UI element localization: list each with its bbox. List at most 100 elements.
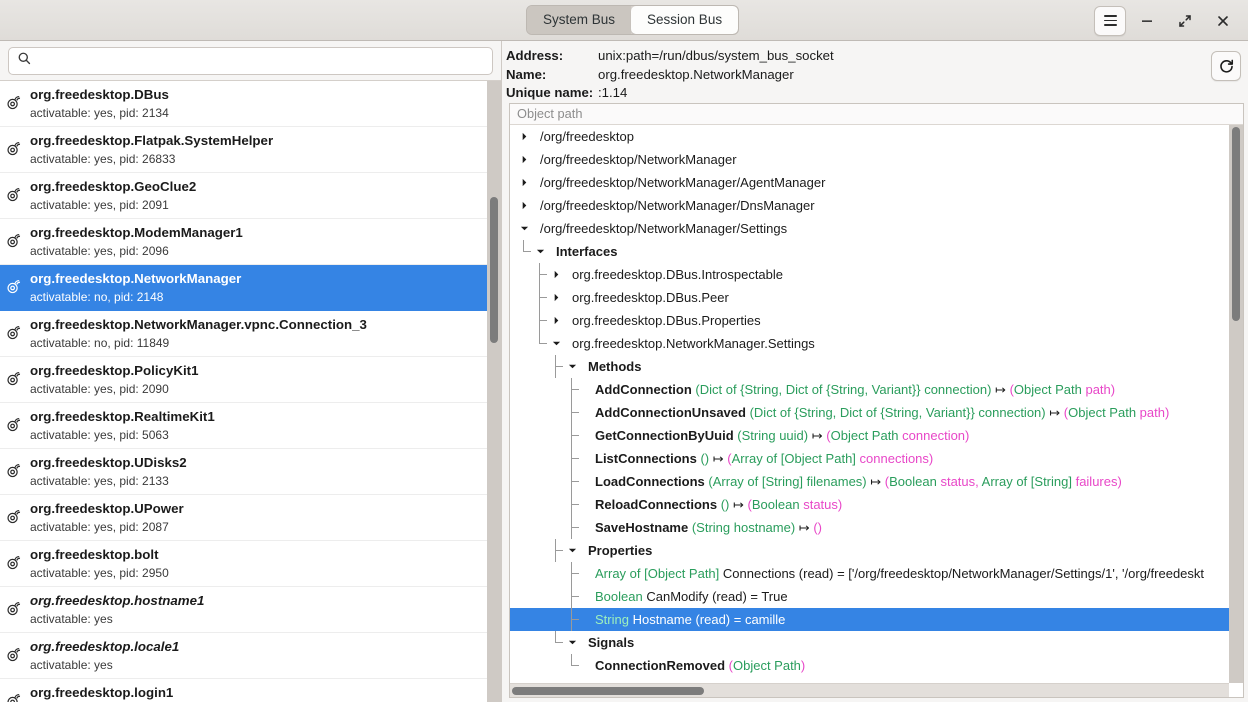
tree-row[interactable]: LoadConnections (Array of [String] filen… bbox=[510, 470, 1229, 493]
tree-row[interactable]: /org/freedesktop bbox=[510, 125, 1229, 148]
unique-name-value: :1.14 bbox=[598, 85, 628, 100]
tree-row[interactable]: String Hostname (read) = camille bbox=[510, 608, 1229, 631]
tree-row[interactable]: Signals bbox=[510, 631, 1229, 654]
unique-name-label: Unique name: bbox=[506, 85, 594, 100]
output-signature: (Object Path connection) bbox=[826, 428, 970, 443]
tree-node-label: /org/freedesktop/NetworkManager bbox=[540, 152, 737, 167]
input-signature: () bbox=[700, 451, 710, 466]
service-name: org.freedesktop.locale1 bbox=[30, 639, 180, 654]
search-input[interactable] bbox=[39, 48, 484, 74]
dbus-service-icon bbox=[6, 324, 23, 346]
tree-row[interactable]: GetConnectionByUuid (String uuid) ↦ (Obj… bbox=[510, 424, 1229, 447]
maximize-icon[interactable] bbox=[1168, 4, 1202, 38]
tree-node-label: org.freedesktop.NetworkManager.Settings bbox=[572, 336, 815, 351]
output-signature: (Boolean status) bbox=[747, 497, 843, 512]
search-icon bbox=[17, 51, 32, 71]
chevron-right-icon[interactable] bbox=[552, 290, 561, 305]
chevron-down-icon[interactable] bbox=[520, 221, 529, 236]
tree-row[interactable]: ListConnections () ↦ (Array of [Object P… bbox=[510, 447, 1229, 470]
tree-row[interactable]: org.freedesktop.DBus.Properties bbox=[510, 309, 1229, 332]
close-icon[interactable] bbox=[1206, 4, 1240, 38]
tree-node-label: Interfaces bbox=[556, 244, 618, 259]
service-name: org.freedesktop.UPower bbox=[30, 501, 184, 516]
tree-vscroll-thumb[interactable] bbox=[1232, 127, 1240, 321]
hamburger-menu-icon[interactable] bbox=[1094, 5, 1126, 36]
tab-session-bus[interactable]: Session Bus bbox=[631, 6, 739, 34]
member-name: GetConnectionByUuid bbox=[595, 428, 734, 443]
services-scrollbar-thumb[interactable] bbox=[490, 197, 498, 343]
dbus-service-icon bbox=[6, 508, 23, 530]
member-name: AddConnection bbox=[595, 382, 692, 397]
service-detail: activatable: yes, pid: 2133 bbox=[30, 474, 169, 488]
tree-body[interactable]: /org/freedesktop/org/freedesktop/Network… bbox=[510, 125, 1243, 697]
tree-row[interactable]: /org/freedesktop/NetworkManager/AgentMan… bbox=[510, 171, 1229, 194]
tree-row[interactable]: Boolean CanModify (read) = True bbox=[510, 585, 1229, 608]
chevron-right-icon[interactable] bbox=[520, 129, 529, 144]
search-box[interactable] bbox=[8, 47, 493, 75]
service-name: org.freedesktop.UDisks2 bbox=[30, 455, 187, 470]
returns-arrow: ↦ bbox=[798, 520, 810, 535]
tree-row[interactable]: Interfaces bbox=[510, 240, 1229, 263]
tree-row[interactable]: Properties bbox=[510, 539, 1229, 562]
tree-vertical-scrollbar[interactable] bbox=[1229, 125, 1243, 683]
chevron-down-icon[interactable] bbox=[568, 359, 577, 374]
input-signature: (String uuid) bbox=[737, 428, 809, 443]
service-detail: activatable: yes, pid: 2134 bbox=[30, 106, 169, 120]
address-value: unix:path=/run/dbus/system_bus_socket bbox=[598, 48, 834, 63]
tree-horizontal-scrollbar[interactable] bbox=[510, 683, 1229, 697]
tab-system-bus[interactable]: System Bus bbox=[527, 6, 632, 34]
tree-row[interactable]: /org/freedesktop/NetworkManager/Settings bbox=[510, 217, 1229, 240]
tree-node-label: /org/freedesktop/NetworkManager/AgentMan… bbox=[540, 175, 826, 190]
chevron-right-icon[interactable] bbox=[520, 152, 529, 167]
chevron-down-icon[interactable] bbox=[568, 543, 577, 558]
tree-hscroll-thumb[interactable] bbox=[512, 687, 704, 695]
service-name: org.freedesktop.ModemManager1 bbox=[30, 225, 243, 240]
tree-row[interactable]: org.freedesktop.DBus.Introspectable bbox=[510, 263, 1229, 286]
name-label: Name: bbox=[506, 66, 547, 82]
tree-node-label: org.freedesktop.DBus.Introspectable bbox=[572, 267, 784, 282]
tree-node-label: Signals bbox=[588, 635, 635, 650]
chevron-down-icon[interactable] bbox=[552, 336, 561, 351]
tree-row[interactable]: AddConnectionUnsaved (Dict of {String, D… bbox=[510, 401, 1229, 424]
chevron-right-icon[interactable] bbox=[520, 198, 529, 213]
chevron-right-icon[interactable] bbox=[552, 313, 561, 328]
service-name: org.freedesktop.hostname1 bbox=[30, 593, 205, 608]
tree-row[interactable]: AddConnection (Dict of {String, Dict of … bbox=[510, 378, 1229, 401]
minimize-icon[interactable] bbox=[1130, 4, 1164, 38]
chevron-right-icon[interactable] bbox=[520, 175, 529, 190]
service-detail: activatable: no, pid: 11849 bbox=[30, 336, 170, 350]
service-list-item[interactable]: org.freedesktop.UDisks2 activatable: yes,… bbox=[0, 449, 487, 495]
tree-row[interactable]: /org/freedesktop/NetworkManager/DnsManag… bbox=[510, 194, 1229, 217]
tree-row[interactable]: /org/freedesktop/NetworkManager bbox=[510, 148, 1229, 171]
output-signature: (Object Path path) bbox=[1063, 405, 1170, 420]
service-list-item[interactable]: org.freedesktop.login1 bbox=[0, 679, 487, 702]
chevron-right-icon[interactable] bbox=[552, 267, 561, 282]
tree-row[interactable]: org.freedesktop.DBus.Peer bbox=[510, 286, 1229, 309]
services-scrollbar[interactable] bbox=[487, 81, 501, 702]
tree-row[interactable]: ReloadConnections () ↦ (Boolean status) bbox=[510, 493, 1229, 516]
tree-row[interactable]: ConnectionRemoved (Object Path) bbox=[510, 654, 1229, 677]
tree-row[interactable]: SaveHostname (String hostname) ↦ () bbox=[510, 516, 1229, 539]
service-list-item[interactable]: org.freedesktop.NetworkManager.vpnc.Conn… bbox=[0, 311, 487, 357]
bus-switcher[interactable]: System Bus Session Bus bbox=[526, 5, 740, 35]
returns-arrow: ↦ bbox=[712, 451, 724, 466]
tree-row[interactable]: Methods bbox=[510, 355, 1229, 378]
input-signature: (String hostname) bbox=[691, 520, 796, 535]
tree-row[interactable]: Array of [Object Path] Connections (read… bbox=[510, 562, 1229, 585]
tree-row[interactable]: org.freedesktop.NetworkManager.Settings bbox=[510, 332, 1229, 355]
refresh-icon[interactable] bbox=[1211, 51, 1241, 81]
chevron-down-icon[interactable] bbox=[536, 244, 545, 259]
chevron-down-icon[interactable] bbox=[568, 635, 577, 650]
